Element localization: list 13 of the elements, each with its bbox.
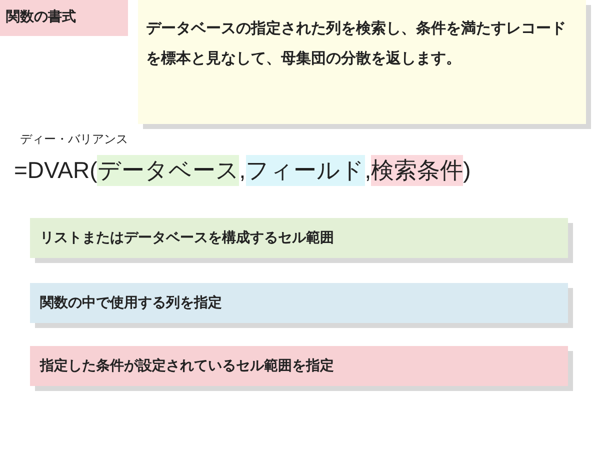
reading-text: ディー・バリアンス [20,131,128,148]
formula-text: , [239,157,246,184]
description-card: データベースの指定された列を検索し、条件を満たすレコードを標本と見なして、母集団の分散を返します。 [138,0,586,124]
argument-card: リストまたはデータベースを構成するセル範囲 [30,218,568,258]
argument-card: 指定した条件が設定されているセル範囲を指定 [30,346,568,386]
formula-text: , [364,157,372,184]
heading-tag: 関数の書式 [0,0,128,36]
argument-highlight: フィールド [246,155,365,186]
formula-text: =DVAR( [14,157,98,184]
argument-highlight: データベース [97,155,240,186]
formula-text: ) [463,157,471,184]
argument-highlight: 検索条件 [371,155,464,186]
argument-card: 関数の中で使用する列を指定 [30,283,568,323]
